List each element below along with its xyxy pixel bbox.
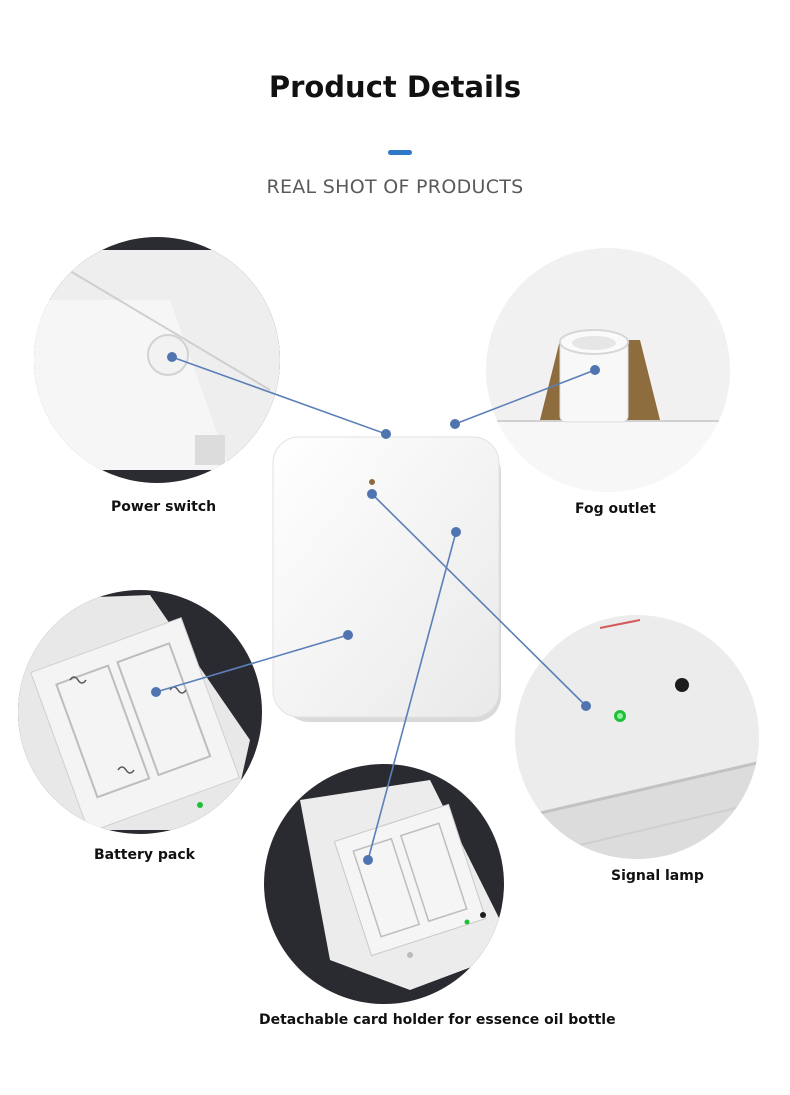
connector-dots — [151, 352, 600, 865]
title-accent-bar — [388, 150, 412, 155]
battery-pack-closeup — [18, 590, 262, 834]
fog-outlet-anchor-dot — [450, 419, 460, 429]
fog-outlet-closeup — [486, 248, 730, 492]
page-subtitle: REAL SHOT OF PRODUCTS — [266, 176, 524, 198]
battery-pack-anchor-dot — [343, 630, 353, 640]
power-switch-anchor-dot — [381, 429, 391, 439]
signal-lamp-anchor-dot — [367, 489, 377, 499]
card-holder-anchor-dot — [451, 527, 461, 537]
signal-lamp-dot — [581, 701, 591, 711]
signal-lamp-closeup — [515, 615, 759, 859]
power-switch-dot — [167, 352, 177, 362]
power-switch-closeup — [34, 237, 280, 483]
fog-outlet-label: Fog outlet — [575, 501, 656, 517]
battery-pack-dot — [151, 687, 161, 697]
signal-lamp-label: Signal lamp — [611, 868, 704, 884]
connector-lines — [155, 356, 596, 861]
battery-pack-label: Battery pack — [94, 847, 195, 863]
card-holder-dot — [363, 855, 373, 865]
fog-outlet-dot — [590, 365, 600, 375]
main-device — [272, 436, 501, 722]
page-title: Product Details — [268, 70, 522, 104]
card-holder-label: Detachable card holder for essence oil b… — [259, 1012, 616, 1028]
power-switch-label: Power switch — [111, 499, 217, 515]
